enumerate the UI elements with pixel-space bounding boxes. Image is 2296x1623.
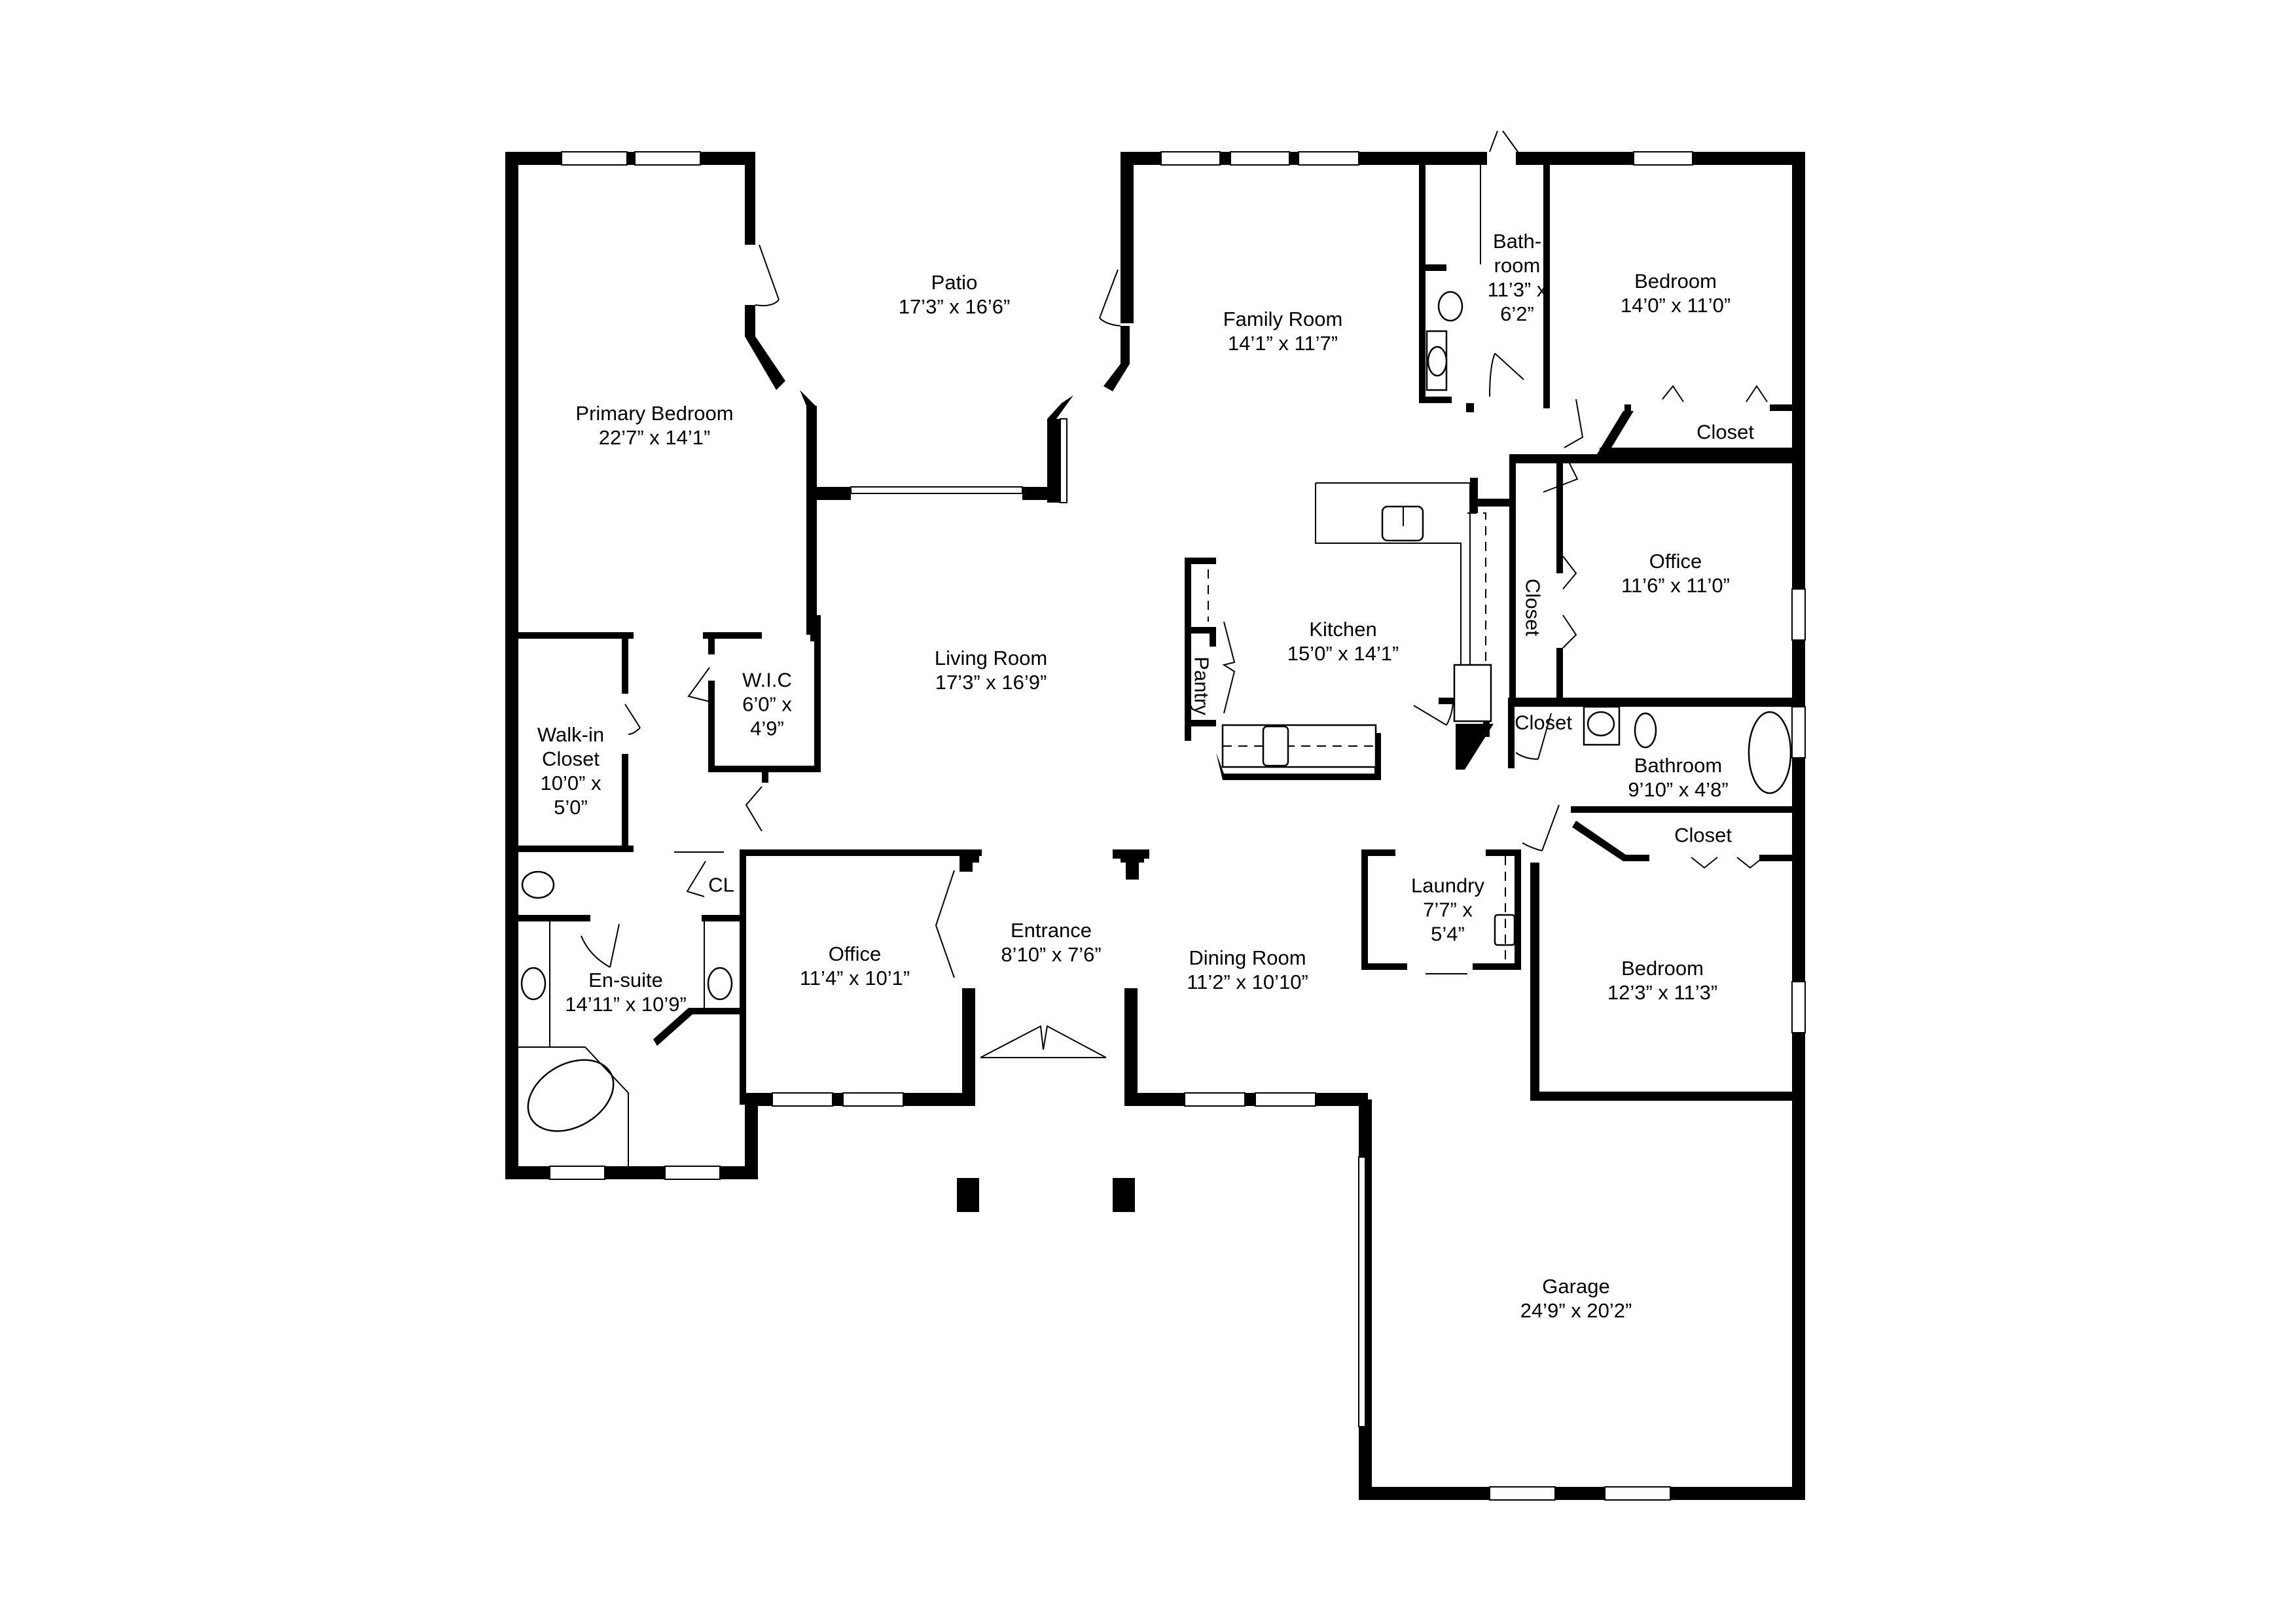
room-name: CL xyxy=(708,873,734,897)
room-dimensions: 11’2” x 10’10” xyxy=(1187,971,1308,993)
room-name: Office xyxy=(1649,550,1702,573)
room-dimensions: 9’10” x 4’8” xyxy=(1628,778,1729,801)
room-name: Walk-in xyxy=(537,723,605,746)
room-dimensions: 14’0” x 11’0” xyxy=(1620,294,1731,317)
room-name: Bedroom xyxy=(1634,270,1717,293)
room-label-laundry: Laundry 7’7” x 5’4” xyxy=(1411,874,1484,946)
room-label-closet-office-east: Closet xyxy=(1521,579,1545,636)
room-name: Primary Bedroom xyxy=(575,402,734,425)
room-name: Office xyxy=(828,942,882,965)
room-name: Bathroom xyxy=(1634,754,1723,777)
room-name: Closet xyxy=(1674,823,1732,847)
room-dimensions: 17’3” x 16’6” xyxy=(898,295,1011,318)
room-name: Bedroom xyxy=(1621,957,1704,980)
room-label-living-room: Living Room 17’3” x 16’9” xyxy=(935,646,1047,694)
room-label-garage: Garage 24’9” x 20’2” xyxy=(1520,1274,1632,1323)
room-label-bedroom-1: Bedroom 14’0” x 11’0” xyxy=(1621,269,1731,317)
room-name-line-2: Closet xyxy=(542,747,600,770)
room-label-kitchen: Kitchen 15’0” x 14’1” xyxy=(1287,617,1399,666)
room-dimensions-line-2: 5’4” xyxy=(1431,922,1465,946)
room-name: Family Room xyxy=(1223,308,1343,330)
room-dimensions: 10’0” x xyxy=(540,772,601,794)
room-name: Laundry xyxy=(1410,874,1485,897)
room-label-dining-room: Dining Room 11’2” x 10’10” xyxy=(1187,946,1308,994)
room-dimensions: 12’3” x 11’3” xyxy=(1607,981,1718,1004)
room-dimensions-line-2: 4’9” xyxy=(750,717,784,740)
room-label-bedroom-2: Bedroom 12’3” x 11’3” xyxy=(1607,956,1717,1005)
room-name: Living Room xyxy=(934,647,1048,669)
room-label-primary-bedroom: Primary Bedroom 22’7” x 14’1” xyxy=(575,401,733,450)
room-dimensions: 17’3” x 16’9” xyxy=(935,671,1047,694)
room-name: Kitchen xyxy=(1309,618,1377,641)
room-label-family-room: Family Room 14’1” x 11’7” xyxy=(1223,307,1343,355)
room-dimensions: 6’0” x xyxy=(742,692,792,716)
room-dimensions: 24’9” x 20’2” xyxy=(1520,1299,1632,1322)
room-label-bathroom-2: Bathroom 9’10” x 4’8” xyxy=(1628,753,1728,802)
room-dimensions: 8’10” x 7’6” xyxy=(1001,943,1102,966)
room-name: W.I.C xyxy=(742,668,792,692)
room-dimensions: 11’6” x 11’0” xyxy=(1621,574,1730,597)
doors xyxy=(581,130,1768,1058)
room-label-entrance: Entrance 8’10” x 7’6” xyxy=(1001,918,1101,967)
room-name: Closet xyxy=(1521,579,1545,636)
room-name: Dining Room xyxy=(1189,946,1306,969)
room-dimensions-line-2: 6’2” xyxy=(1500,302,1534,325)
room-label-office-west: Office 11’4” x 10’1” xyxy=(800,942,910,990)
room-name: Closet xyxy=(1515,711,1572,734)
room-dimensions: 15’0” x 14’1” xyxy=(1287,642,1399,665)
fixtures xyxy=(518,165,1792,1166)
room-dimensions: 22’7” x 14’1” xyxy=(598,426,711,449)
room-label-en-suite: En-suite 14’11” x 10’9” xyxy=(565,968,687,1016)
room-name: Patio xyxy=(931,271,978,294)
room-dimensions: 14’11” x 10’9” xyxy=(565,993,687,1016)
room-name: Entrance xyxy=(1010,919,1092,942)
room-label-pantry: Pantry xyxy=(1190,656,1214,715)
room-dimensions: 11’3” x xyxy=(1487,278,1547,301)
room-label-walk-in-closet: Walk-in Closet 10’0” x 5’0” xyxy=(537,722,604,819)
room-name: Pantry xyxy=(1190,656,1213,715)
room-dimensions: 11’4” x 10’1” xyxy=(799,967,910,990)
room-dimensions-line-2: 5’0” xyxy=(554,796,588,819)
room-dimensions: 7’7” x xyxy=(1423,898,1473,921)
room-name: Closet xyxy=(1696,420,1754,444)
room-dimensions: 14’1” x 11’7” xyxy=(1227,332,1338,355)
room-label-patio: Patio 17’3” x 16’6” xyxy=(899,270,1011,319)
windows xyxy=(549,151,1806,1501)
room-name: Bath- xyxy=(1492,230,1542,253)
room-name-line-2: room xyxy=(1494,254,1541,277)
room-label-office-east: Office 11’6” x 11’0” xyxy=(1621,549,1730,597)
room-name: En-suite xyxy=(588,969,663,991)
room-label-bathroom-1: Bath- room 11’3” x 6’2” xyxy=(1488,229,1547,326)
room-label-cl: CL xyxy=(708,873,734,897)
room-name: Garage xyxy=(1542,1275,1610,1298)
room-label-closet-hall: Closet xyxy=(1515,711,1572,735)
room-label-wic: W.I.C 6’0” x 4’9” xyxy=(742,668,792,741)
room-label-closet-bedroom-2: Closet xyxy=(1674,823,1732,847)
room-label-closet-bedroom-1: Closet xyxy=(1696,420,1754,444)
